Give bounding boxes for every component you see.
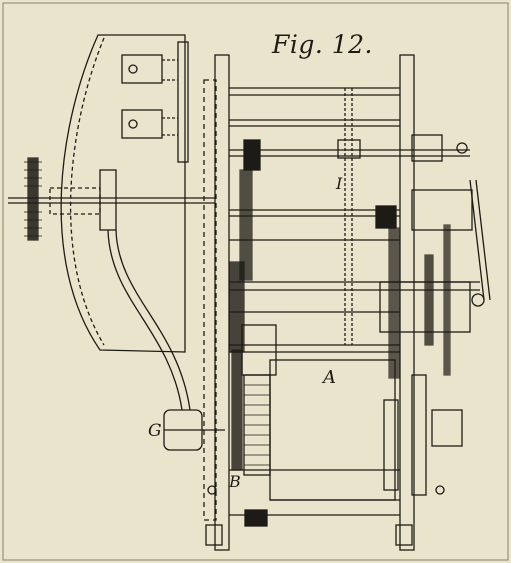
bracket-hole (128, 119, 138, 129)
label-B: B (229, 472, 241, 491)
curved-pipe (107, 229, 183, 411)
post (177, 41, 189, 163)
gear (243, 139, 261, 171)
bracket-hole (128, 64, 138, 74)
gear (388, 227, 400, 379)
label-I: I (336, 174, 343, 193)
drum-gear (241, 324, 277, 376)
gear (239, 169, 253, 281)
figure-title: Fig. 12. (272, 30, 373, 59)
escapement-housing (379, 281, 471, 333)
dome-inner-line (70, 37, 105, 346)
upper-bracket (121, 54, 163, 84)
side-block (411, 374, 427, 496)
back-plate (399, 54, 415, 551)
gear (424, 254, 434, 346)
front-plate (214, 54, 230, 551)
label-A: A (323, 367, 336, 388)
knurled-wheel (27, 157, 39, 241)
gear (443, 224, 451, 376)
fitting (411, 189, 473, 231)
dome-cover (60, 34, 186, 353)
pendulum-rod (469, 179, 485, 301)
cylinder (99, 169, 117, 231)
barrel-end (383, 399, 399, 491)
label-G: G (148, 421, 162, 441)
gear (375, 205, 397, 229)
collet (337, 139, 361, 159)
lower-bracket (121, 109, 163, 139)
fitting (411, 134, 443, 162)
gear (231, 349, 243, 471)
gear (244, 509, 268, 527)
